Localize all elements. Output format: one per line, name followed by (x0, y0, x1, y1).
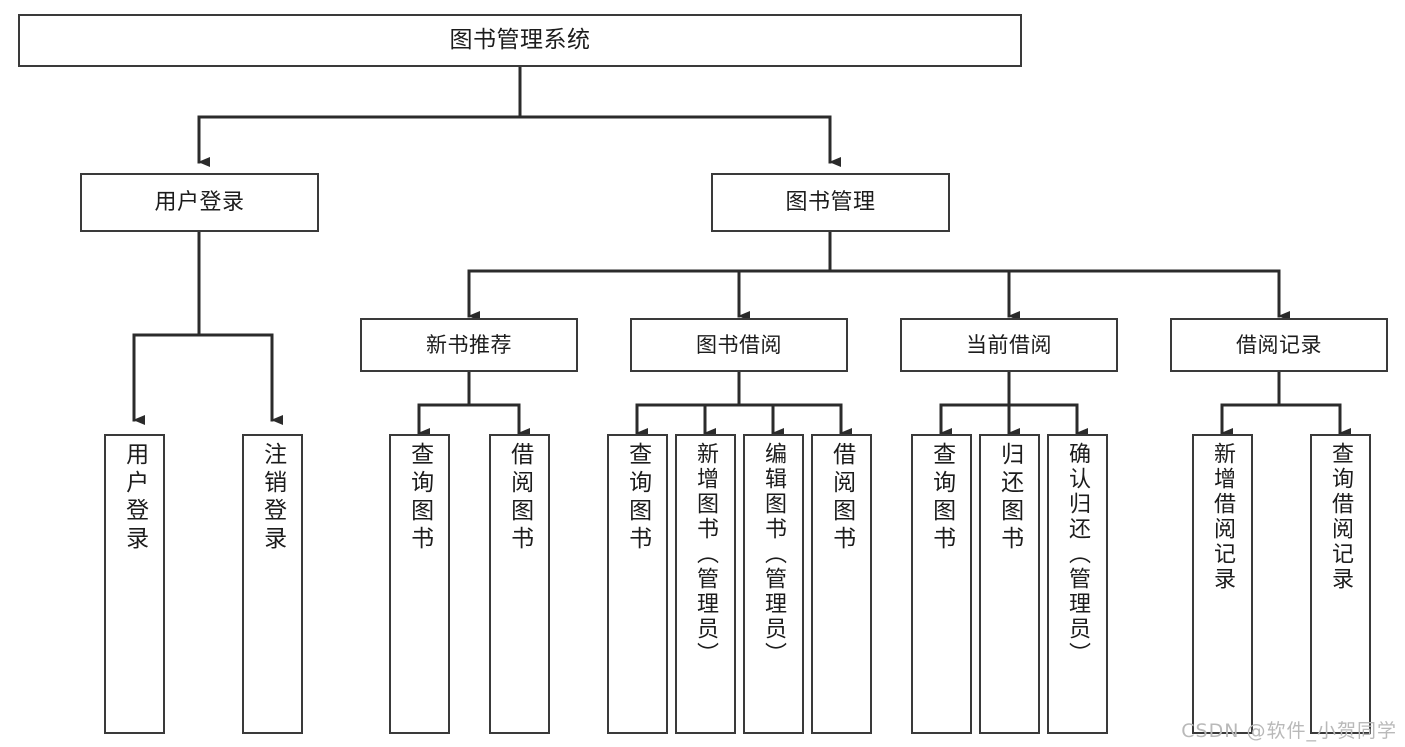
node-label: 当前借阅 (966, 332, 1052, 357)
node-label: 借阅图书 (506, 442, 533, 554)
node-label: 用户登录 (121, 442, 148, 554)
node-leaf-user-logout[interactable]: 注销登录 (242, 434, 303, 734)
node-book-borrow[interactable]: 图书借阅 (630, 318, 848, 372)
node-label: 图书管理 (785, 189, 876, 215)
node-leaf-user-login[interactable]: 用户登录 (104, 434, 165, 734)
node-leaf-query-book-1[interactable]: 查询图书 (389, 434, 450, 734)
node-leaf-query-book-2[interactable]: 查询图书 (607, 434, 668, 734)
node-label: 用户登录 (154, 189, 245, 215)
node-label: 新增图书（管理员） (693, 442, 719, 667)
node-label: 确认归还（管理员） (1065, 442, 1091, 667)
node-leaf-add-book[interactable]: 新增图书（管理员） (675, 434, 736, 734)
node-label: 查询图书 (406, 442, 433, 554)
node-leaf-query-record[interactable]: 查询借阅记录 (1310, 434, 1371, 734)
node-label: 注销登录 (259, 442, 286, 554)
node-label: 查询图书 (624, 442, 651, 554)
node-label: 图书借阅 (696, 332, 782, 357)
node-label: 编辑图书（管理员） (761, 442, 787, 667)
node-label: 图书管理系统 (449, 26, 591, 53)
watermark-text: CSDN @软件_小贺同学 (1181, 720, 1397, 742)
node-leaf-return-book[interactable]: 归还图书 (979, 434, 1040, 734)
node-user-login[interactable]: 用户登录 (80, 173, 319, 232)
node-leaf-confirm-return[interactable]: 确认归还（管理员） (1047, 434, 1108, 734)
node-label: 归还图书 (996, 442, 1023, 554)
node-leaf-edit-book[interactable]: 编辑图书（管理员） (743, 434, 804, 734)
node-label: 新增借阅记录 (1210, 442, 1236, 592)
node-root-book-management-system[interactable]: 图书管理系统 (18, 14, 1022, 67)
node-label: 借阅图书 (828, 442, 855, 554)
node-new-book-recommend[interactable]: 新书推荐 (360, 318, 578, 372)
node-borrow-record[interactable]: 借阅记录 (1170, 318, 1388, 372)
node-label: 新书推荐 (426, 332, 512, 357)
node-book-management[interactable]: 图书管理 (711, 173, 950, 232)
node-label: 借阅记录 (1236, 332, 1322, 357)
node-label: 查询图书 (928, 442, 955, 554)
node-leaf-borrow-book-1[interactable]: 借阅图书 (489, 434, 550, 734)
node-leaf-query-book-3[interactable]: 查询图书 (911, 434, 972, 734)
node-leaf-add-record[interactable]: 新增借阅记录 (1192, 434, 1253, 734)
node-leaf-borrow-book-2[interactable]: 借阅图书 (811, 434, 872, 734)
node-current-borrow[interactable]: 当前借阅 (900, 318, 1118, 372)
node-label: 查询借阅记录 (1328, 442, 1354, 592)
